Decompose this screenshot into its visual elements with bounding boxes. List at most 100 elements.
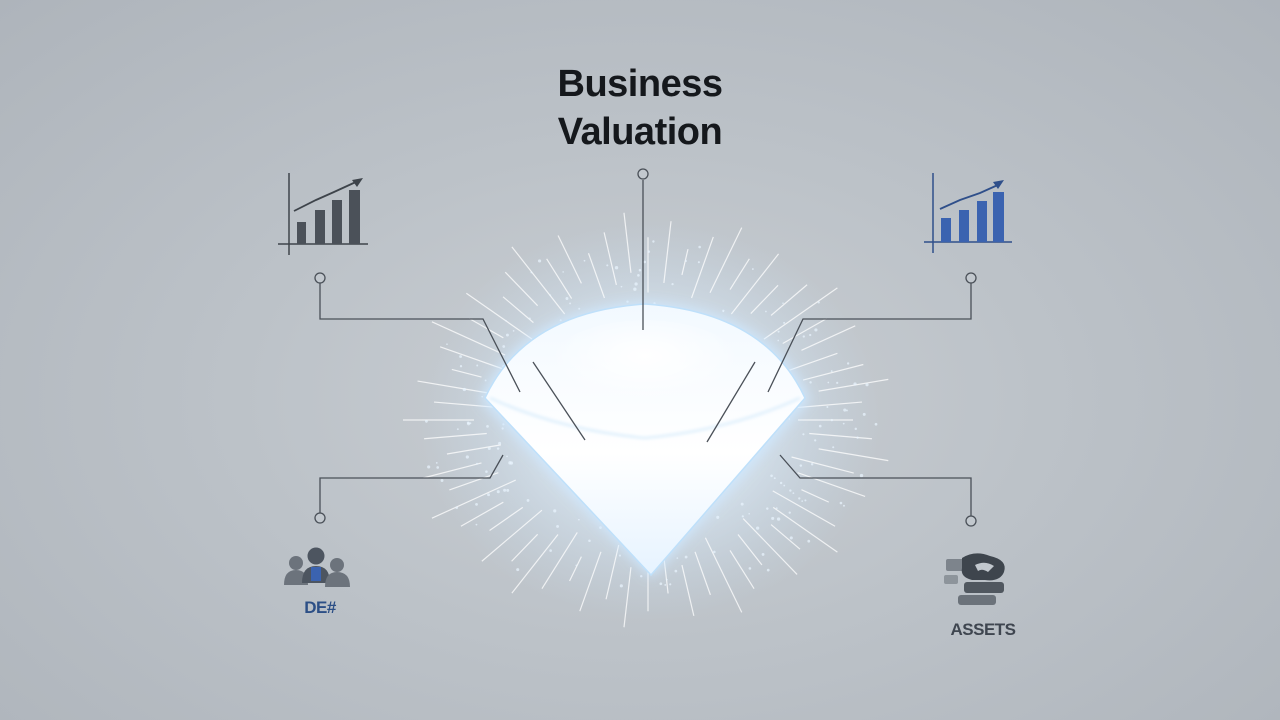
gem-ray xyxy=(782,317,828,345)
gem-particle xyxy=(761,552,765,556)
gem-ray xyxy=(681,248,689,276)
gem-particle xyxy=(770,474,773,478)
gem-particle xyxy=(748,567,752,570)
gem-particle xyxy=(810,463,814,466)
gem-particle xyxy=(771,516,775,520)
gem-particle xyxy=(556,524,560,528)
gem-ray xyxy=(729,258,750,290)
connector-bottom-right-node xyxy=(965,515,977,527)
gem-particle xyxy=(435,461,438,464)
gem-particle xyxy=(777,339,780,342)
gem-particle xyxy=(799,464,803,467)
gem-particle xyxy=(775,507,778,510)
gem-ray xyxy=(802,363,864,381)
gem-particle xyxy=(502,345,506,348)
gem-particle xyxy=(537,259,542,263)
gem-particle xyxy=(665,578,668,581)
gem-particle xyxy=(773,477,776,480)
gem-particle xyxy=(740,502,744,506)
node-label-bottom-right: ASSETS xyxy=(950,620,1016,639)
gem-particle xyxy=(516,568,520,572)
gem-particle xyxy=(549,549,552,552)
gem-particle xyxy=(634,282,638,286)
gem-particle xyxy=(562,271,564,273)
gem-ray xyxy=(489,506,524,532)
gem-core xyxy=(550,320,740,410)
gem-particle xyxy=(526,499,530,502)
gem-ray xyxy=(729,550,755,589)
gem-particle xyxy=(818,424,822,428)
gem-particle xyxy=(501,427,504,430)
gem-particle xyxy=(496,490,500,494)
gem-particle xyxy=(804,499,807,502)
gem-ray xyxy=(690,236,714,299)
gem-ray xyxy=(772,506,838,553)
gem-ray xyxy=(663,221,672,284)
gem-particle xyxy=(826,405,829,409)
gem-particle xyxy=(839,501,843,505)
gem-particle xyxy=(674,569,678,573)
gem-particle xyxy=(789,489,792,492)
gem-particle xyxy=(505,333,509,337)
gem-particle xyxy=(859,473,864,478)
gem-ray xyxy=(587,253,606,299)
gem-particle xyxy=(446,343,448,345)
gem-particle xyxy=(814,328,818,332)
gem-particle xyxy=(505,319,507,322)
gem-particle xyxy=(496,447,500,450)
gem-particle xyxy=(436,466,440,469)
connector-bottom-left-node xyxy=(314,512,326,524)
gem-particle xyxy=(856,436,859,439)
gem-particle xyxy=(565,297,569,300)
gem-particle xyxy=(802,433,805,436)
gem-ray xyxy=(797,472,866,498)
gem-particle xyxy=(459,355,463,358)
gem-particle xyxy=(498,441,502,445)
gem-ray xyxy=(603,232,617,286)
node-label-bottom-left: DE# xyxy=(304,598,336,617)
gem-particle xyxy=(842,422,845,425)
gem-ray xyxy=(468,317,504,339)
gem-particle xyxy=(698,245,701,249)
gem-particle xyxy=(809,333,812,337)
gem-particle xyxy=(462,387,467,392)
gem-ray xyxy=(694,551,711,596)
gem-particle xyxy=(578,307,581,310)
gem-facet-line xyxy=(489,397,801,440)
gem-particle xyxy=(588,539,591,542)
gem-particle xyxy=(802,335,805,338)
title-line-1: Business xyxy=(557,63,723,105)
gem-particle xyxy=(509,461,514,465)
gem-particle xyxy=(486,425,489,428)
connectors xyxy=(314,168,977,527)
gem-ray xyxy=(569,556,582,582)
gem-particle xyxy=(843,408,847,412)
gem-particle xyxy=(854,427,857,431)
gem-particle xyxy=(697,261,700,264)
gem-ray xyxy=(424,432,487,440)
gem-ray xyxy=(431,479,516,519)
gem-particle xyxy=(853,382,857,386)
gem-particle xyxy=(765,310,767,313)
connector-top-left xyxy=(319,283,521,393)
gem-particle xyxy=(485,470,488,473)
gem-ray xyxy=(623,567,632,628)
gem-particle xyxy=(676,557,679,559)
gem-ray xyxy=(818,448,889,462)
gem-particle xyxy=(618,554,622,557)
gem-ray xyxy=(737,534,763,566)
gem-particle xyxy=(862,412,866,416)
gem-particle xyxy=(530,271,533,274)
gem-particle xyxy=(814,439,817,442)
asset-stack-icon xyxy=(944,553,1005,605)
gem-particle xyxy=(484,379,487,382)
gem-ray xyxy=(417,380,490,394)
gem-ray xyxy=(546,258,573,299)
gem-particle xyxy=(741,515,744,518)
gem-particle xyxy=(578,518,580,521)
gem-particle xyxy=(459,365,463,368)
gem-particle xyxy=(659,582,663,586)
gem-particle xyxy=(440,479,444,482)
gem-particle xyxy=(836,381,839,384)
gem-ray xyxy=(786,352,838,372)
